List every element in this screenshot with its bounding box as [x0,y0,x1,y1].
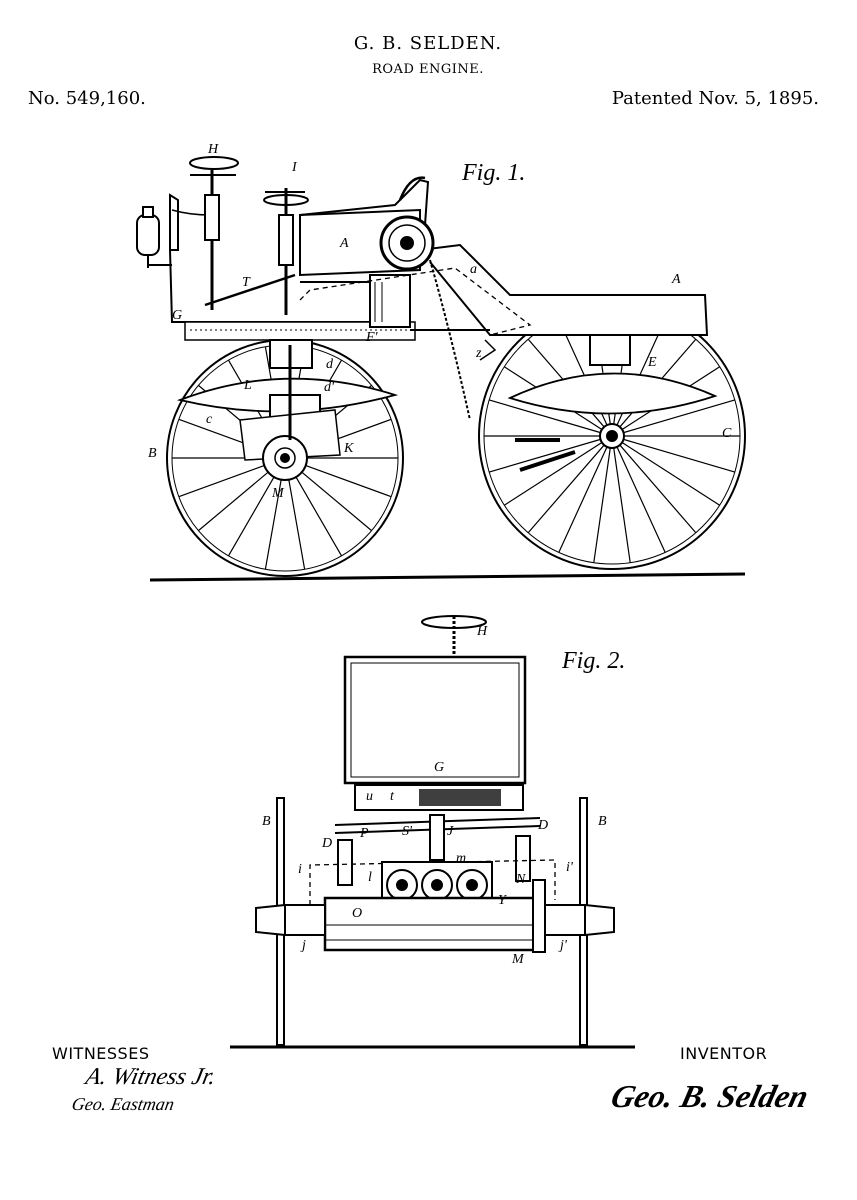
fig1-label-G: G [172,308,183,323]
fig1-label-M: M [272,486,284,501]
wheel-spoke [178,462,271,498]
fig2-label-J: J [447,824,454,839]
wheel-spoke [623,438,735,473]
fig2-label-O: O [352,906,363,921]
fig1-label-c: c [206,412,213,427]
wheel-spoke [619,444,697,534]
wheel-spoke [613,447,631,563]
wheel-spoke [292,471,343,557]
witness-1-signature: A. Witness Jr. [83,1064,219,1090]
wheel-spoke [299,462,392,498]
fig1-label-T: T [242,275,250,290]
fig1-label-K: K [344,441,354,456]
patent-date: Patented Nov. 5, 1895. [611,88,819,109]
fig1-label-H: H [208,142,219,157]
wheel-spoke [489,399,601,434]
inventor-signature: Geo. B. Selden [607,1078,813,1114]
wheel-spoke [264,473,283,570]
fig1-label-C: C [722,426,732,441]
fig2-label-B-left: B [262,814,271,829]
fig2-label-D-right: D [538,818,549,833]
wheel-spoke [287,473,306,570]
wheel-spoke [621,441,721,506]
fig2-label-u: u [366,789,373,804]
fig2-label-M: M [512,952,524,967]
fig1-label-z: z [476,346,482,361]
inventor-label: INVENTOR [680,1044,768,1063]
fig1-label-I: I [292,160,297,175]
fig1-label-d-prime: d' [324,380,334,395]
inventor-name: G. B. SELDEN. [353,33,503,54]
patent-title: ROAD ENGINE. [372,62,484,77]
witnesses-label: WITNESSES [52,1044,150,1063]
fig2-label-S-prime: S' [402,824,412,839]
wheel-spoke [489,438,601,473]
wheel-spoke [593,447,611,563]
fig1-label-L: L [244,378,252,393]
fig1-ground-line [149,572,746,582]
fig1-label-A: A [340,236,349,251]
fig2-label-i: i [298,862,302,877]
wheel-spoke [198,467,274,532]
fig2-label-P: P [360,826,369,841]
fig2-label-G: G [434,760,445,775]
wheel-spoke [503,441,603,506]
fig2-label-t: t [390,789,394,804]
fig1-label-F: F' [366,330,378,345]
fig2-label-B-right: B [598,814,607,829]
fig1-label-A-rear: A [672,272,681,287]
wheel-spoke [227,471,278,557]
fig2-label-Y: Y [498,893,506,908]
fig2-label-j: j [302,938,306,953]
wheel-spoke [527,444,605,534]
fig1-caption: Fig. 1. [462,160,526,186]
wheel-spoke [558,446,608,553]
fig2-label-H: H [477,624,488,639]
wheel-spoke [616,446,666,553]
fig1-label-B: B [148,446,157,461]
fig2-caption: Fig. 2. [562,648,626,674]
wheel-spoke [623,399,735,434]
fig1-label-d: d [326,357,333,372]
fig2-label-l: l [368,870,372,885]
witness-2-signature: Geo. Eastman [70,1094,176,1114]
fig1-label-a: a [470,262,477,277]
fig1-label-E: E [648,355,657,370]
patent-number: No. 549,160. [28,88,146,109]
wheel-spoke [296,467,372,532]
fig2-label-j-prime: j' [560,938,567,953]
fig2-label-m: m [456,851,467,866]
fig2-label-N: N [516,872,526,887]
fig2-label-D-left: D [322,836,333,851]
fig2-label-i-prime: i' [566,860,573,875]
